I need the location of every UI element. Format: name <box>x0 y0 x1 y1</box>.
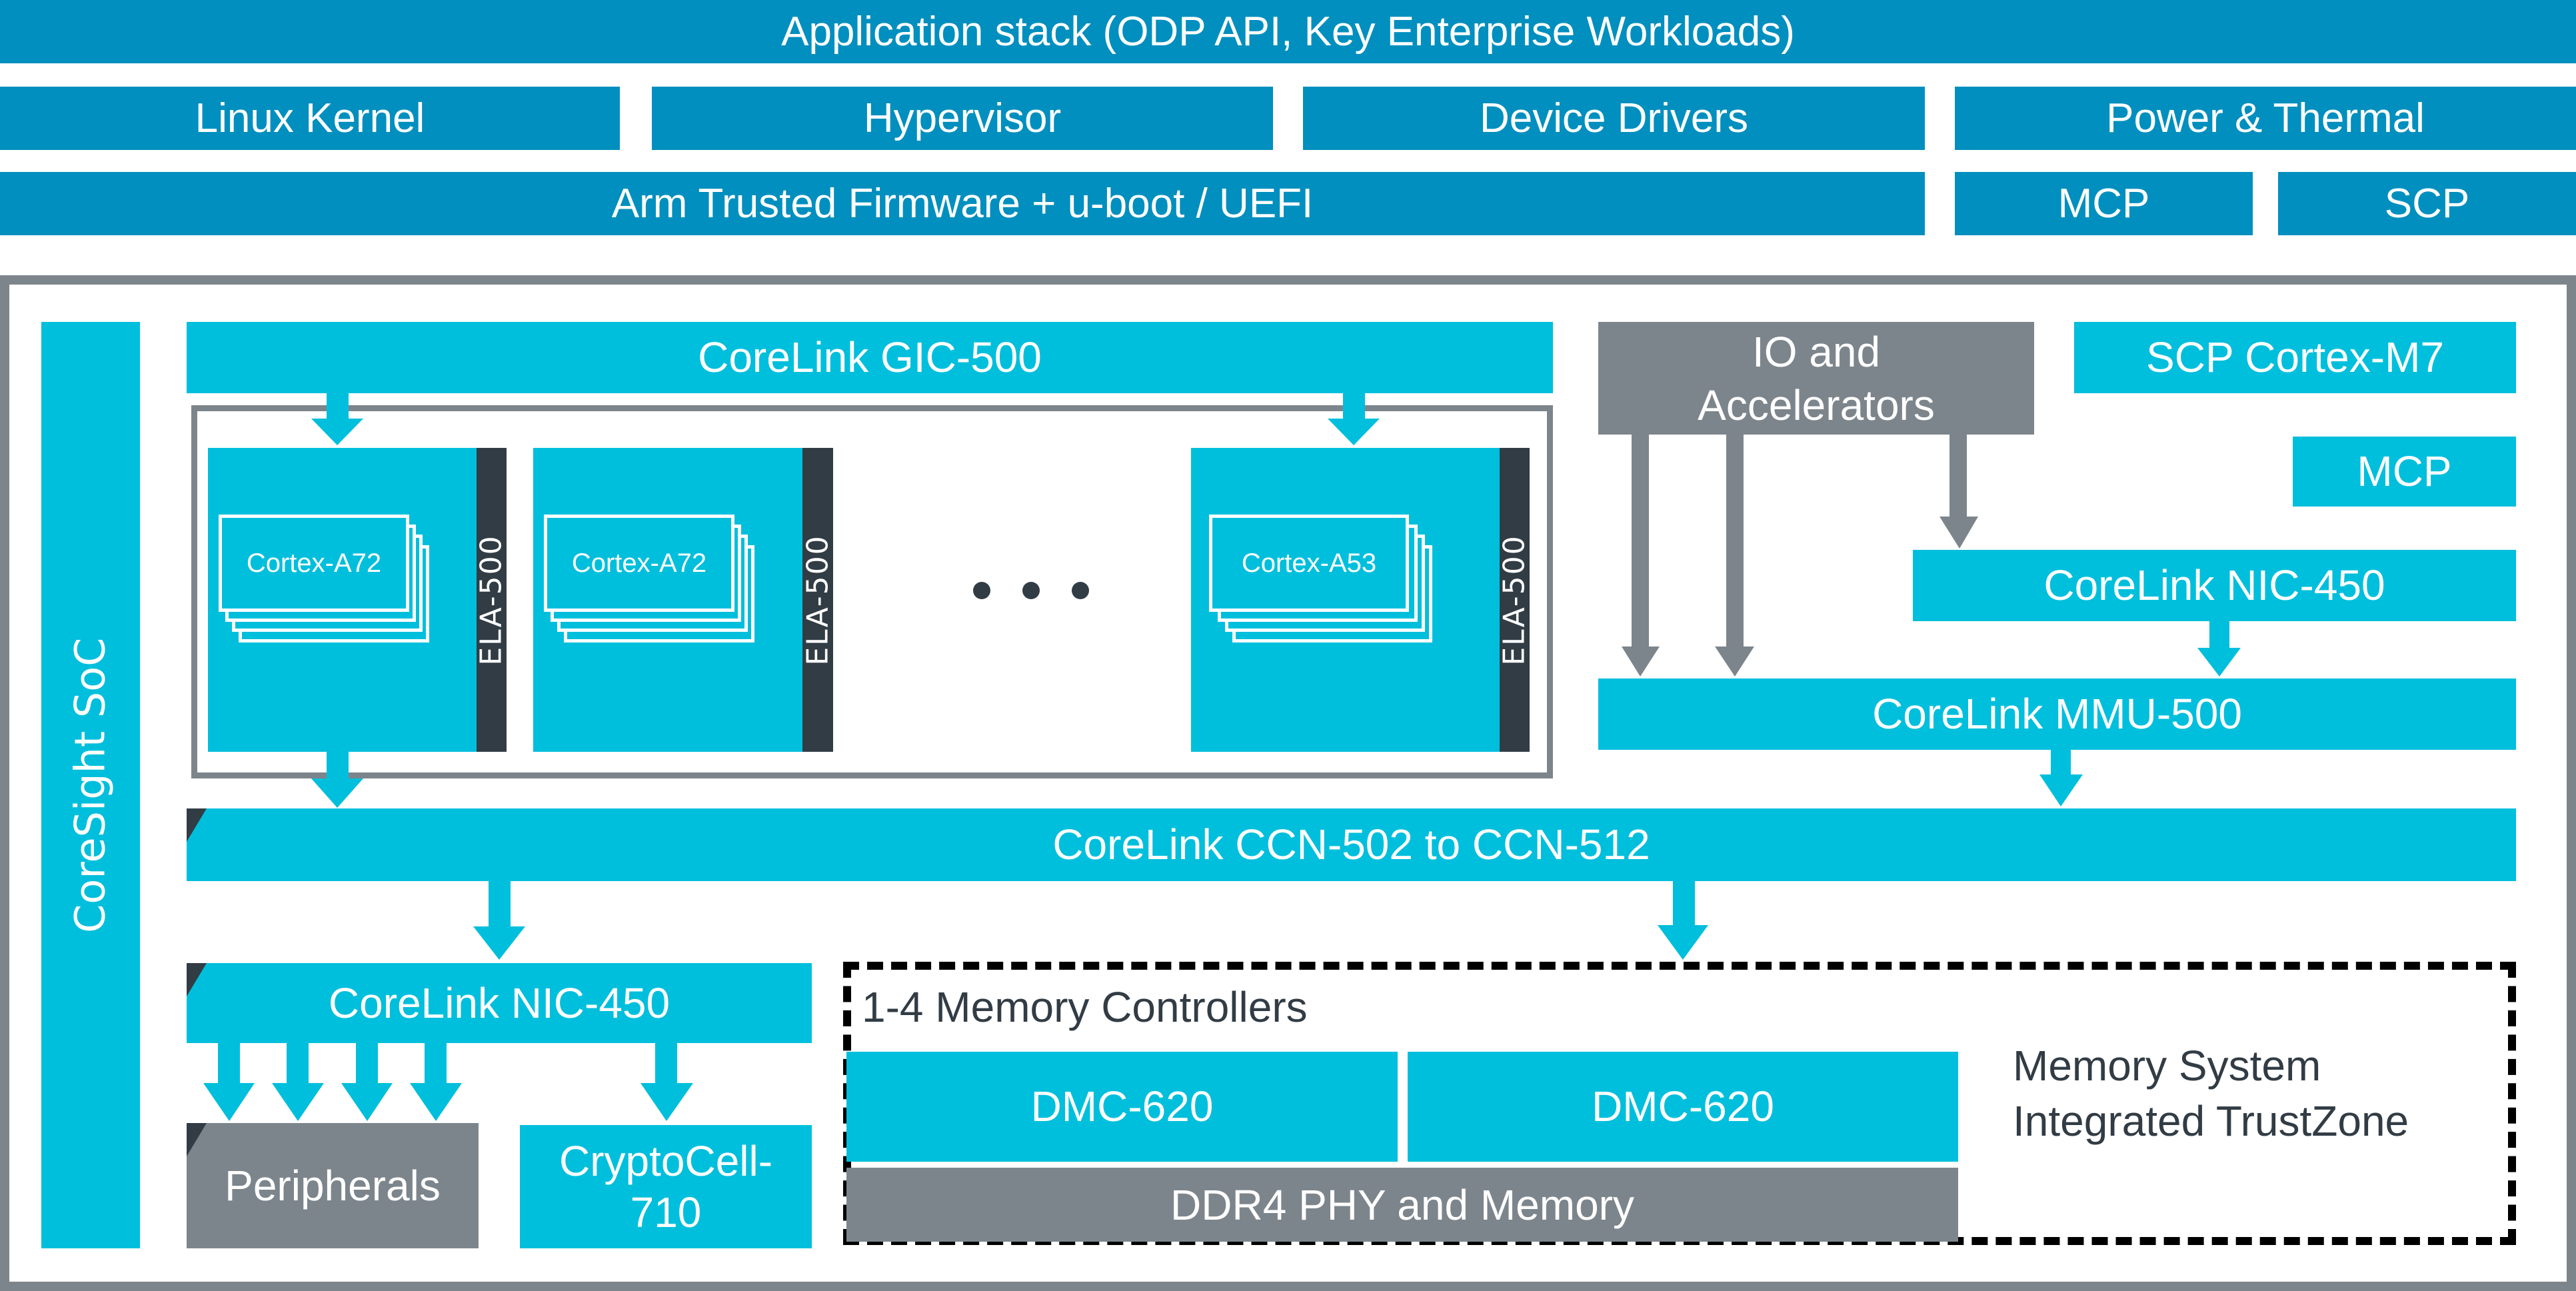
cpu-cluster-1: Cortex-A72 <box>208 448 477 752</box>
cortex-a72-core: Cortex-A72 <box>219 515 409 612</box>
cortex-a72-label: Cortex-A72 <box>571 548 707 578</box>
corner-marker-icon <box>187 1123 207 1156</box>
soc-frame <box>0 275 2576 1291</box>
ela-500-bar: ELA-500 <box>1498 448 1532 752</box>
power-thermal-layer: Power & Thermal <box>1955 87 2576 150</box>
memory-system-note: Memory System Integrated TrustZone <box>2013 1038 2409 1149</box>
scp-cortex-m7-label: SCP Cortex-M7 <box>2146 333 2444 382</box>
mcp-label: MCP <box>2357 447 2452 496</box>
cryptocell-label: CryptoCell-710 <box>559 1136 773 1236</box>
arrow-io-to-mmu-2 <box>1715 435 1754 676</box>
ellipsis-dot <box>1072 582 1089 599</box>
arrow-io-to-mmu-1 <box>1622 435 1660 676</box>
linux-kernel-label: Linux Kernel <box>195 95 425 141</box>
hypervisor-layer: Hypervisor <box>652 87 1273 150</box>
cortex-a72-label: Cortex-A72 <box>246 548 382 578</box>
arrow-gic-to-cluster3 <box>1328 393 1380 445</box>
ccn-interconnect-block: CoreLink CCN-502 to CCN-512 <box>187 808 2516 881</box>
arrow-nic-to-mmu <box>2197 621 2241 676</box>
dmc-620-block: DMC-620 <box>1408 1052 1958 1162</box>
ddr4-phy-memory-label: DDR4 PHY and Memory <box>1170 1180 1634 1229</box>
cpu-cluster-3: Cortex-A53 <box>1191 448 1500 752</box>
firmware-label: Arm Trusted Firmware + u-boot / UEFI <box>611 181 1314 227</box>
nic-450-left-label: CoreLink NIC-450 <box>328 978 670 1027</box>
coresight-soc-block: CoreSight SoC <box>41 322 140 1248</box>
power-thermal-label: Power & Thermal <box>2106 95 2425 141</box>
cpu-cluster-2: Cortex-A72 <box>533 448 802 752</box>
cortex-a53-label: Cortex-A53 <box>1241 548 1377 578</box>
cortex-a53-core: Cortex-A53 <box>1209 515 1409 612</box>
firmware-layer: Arm Trusted Firmware + u-boot / UEFI <box>0 172 1925 235</box>
ddr4-phy-memory-block: DDR4 PHY and Memory <box>846 1168 1958 1242</box>
application-stack-layer: Application stack (ODP API, Key Enterpri… <box>0 0 2576 63</box>
dmc-620-label: DMC-620 <box>1030 1082 1214 1131</box>
memory-system-note-line1: Memory System <box>2013 1042 2321 1090</box>
mmu-500-label: CoreLink MMU-500 <box>1872 690 2242 738</box>
peripherals-block: Peripherals <box>187 1123 479 1248</box>
gic-500-label: CoreLink GIC-500 <box>698 333 1042 382</box>
mcp-firmware-label: MCP <box>2057 181 2150 227</box>
linux-kernel-layer: Linux Kernel <box>0 87 620 150</box>
arrow-gic-to-cluster1 <box>311 393 363 445</box>
scp-cortex-m7-block: SCP Cortex-M7 <box>2074 322 2516 393</box>
nic-450-right-label: CoreLink NIC-450 <box>2043 561 2385 610</box>
arrow-nic-to-peripherals-4 <box>410 1043 462 1121</box>
cpu-cluster-frame <box>191 405 1553 778</box>
dmc-620-label: DMC-620 <box>1592 1082 1774 1131</box>
arrow-nic-to-peripherals-2 <box>272 1043 324 1121</box>
io-accelerators-block: IO and Accelerators <box>1598 322 2034 435</box>
peripherals-label: Peripherals <box>225 1162 441 1210</box>
cortex-a72-core: Cortex-A72 <box>544 515 734 612</box>
ela-500-bar: ELA-500 <box>475 448 509 752</box>
io-accelerators-label: IO and Accelerators <box>1698 327 1935 429</box>
ccn-interconnect-label: CoreLink CCN-502 to CCN-512 <box>1052 820 1650 869</box>
mcp-firmware-layer: MCP <box>1955 172 2253 235</box>
corner-marker-icon <box>187 963 207 996</box>
arrow-nic-to-cryptocell <box>641 1043 693 1121</box>
hypervisor-label: Hypervisor <box>863 95 1062 141</box>
arrow-io-to-nic <box>1939 435 1978 549</box>
arrow-mmu-to-ccn <box>2039 750 2083 806</box>
nic-450-left-block: CoreLink NIC-450 <box>187 963 812 1043</box>
cryptocell-block: CryptoCell-710 <box>520 1125 812 1248</box>
device-drivers-label: Device Drivers <box>1479 95 1749 141</box>
mcp-block: MCP <box>2293 437 2516 507</box>
arrow-ccn-to-nic <box>473 881 525 960</box>
ela-500-bar: ELA-500 <box>801 448 835 752</box>
arrow-ccn-to-memory <box>1658 881 1708 960</box>
gic-500-block: CoreLink GIC-500 <box>187 322 1553 393</box>
scp-firmware-label: SCP <box>2384 181 2470 227</box>
ellipsis-dot <box>1022 582 1040 599</box>
mmu-500-block: CoreLink MMU-500 <box>1598 678 2516 750</box>
corner-marker-icon <box>187 808 207 842</box>
memory-system-note-line2: Integrated TrustZone <box>2013 1097 2409 1146</box>
memory-controllers-title: 1-4 Memory Controllers <box>862 983 1308 1031</box>
scp-firmware-layer: SCP <box>2278 172 2576 235</box>
nic-450-right-block: CoreLink NIC-450 <box>1913 550 2516 621</box>
ellipsis-dot <box>973 582 990 599</box>
device-drivers-layer: Device Drivers <box>1303 87 1925 150</box>
more-clusters-ellipsis <box>973 582 1089 599</box>
application-stack-label: Application stack (ODP API, Key Enterpri… <box>781 9 1795 55</box>
dmc-620-block: DMC-620 <box>846 1052 1398 1162</box>
arrow-nic-to-peripherals-3 <box>341 1043 393 1121</box>
arrow-nic-to-peripherals-1 <box>203 1043 255 1121</box>
arrow-cluster-to-ccn <box>311 752 363 808</box>
